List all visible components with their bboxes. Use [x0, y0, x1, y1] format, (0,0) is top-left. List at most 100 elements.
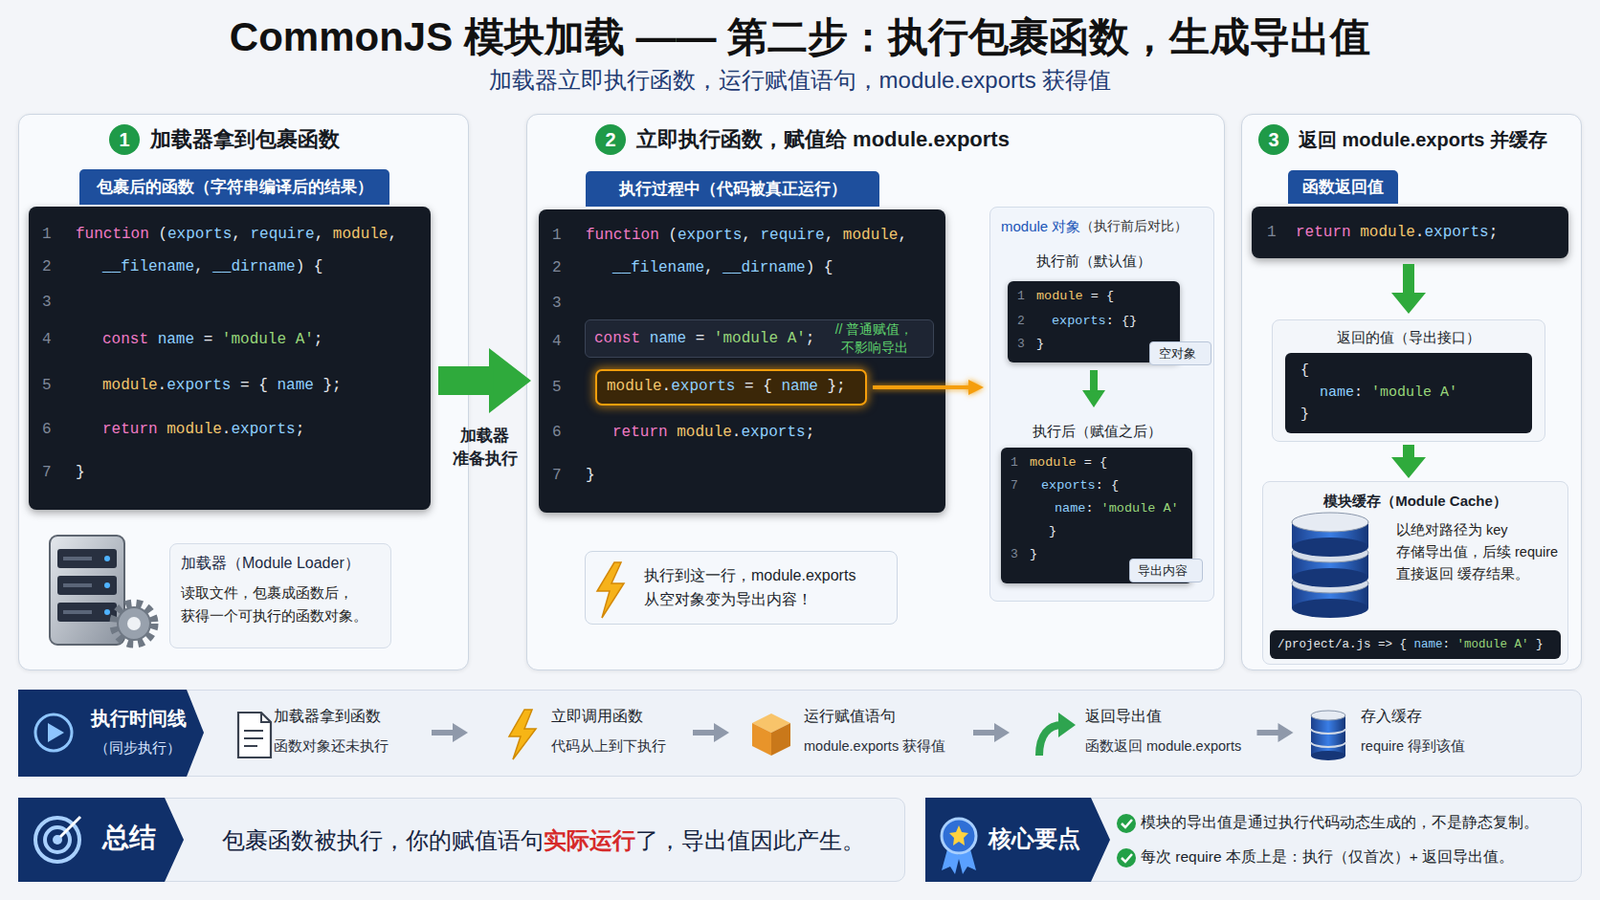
line-number: 2 [1017, 311, 1025, 332]
line-number: 2 [552, 257, 562, 279]
code-token: module [676, 423, 733, 442]
code-token: module [1036, 288, 1084, 304]
code-line: return module.exports; [612, 422, 815, 444]
code-token: function [585, 226, 660, 245]
code-token: name [1319, 384, 1355, 401]
code-token: return [1295, 223, 1352, 242]
timeline-step: 运行赋值语句 module.exports 获得值 [748, 699, 954, 767]
step-title: 运行赋值语句 [803, 705, 896, 729]
edge-label: 加载器 准备执行 [442, 424, 529, 471]
box-fill [28, 206, 431, 511]
line-number: 1 [1266, 222, 1277, 244]
line-number: 3 [1010, 545, 1019, 565]
box-fill [538, 209, 946, 513]
band-heading: 总结 [102, 819, 156, 858]
code-token: const [102, 331, 149, 349]
code-token: name [276, 377, 313, 395]
code-line: module.exports = { name }; [102, 375, 342, 397]
timeline-arrow [1257, 723, 1294, 743]
line-number: 4 [552, 331, 562, 353]
code-box: 包裹后的函数（字符串编译后的结果）1function (exports, req… [28, 206, 431, 511]
line-number: 7 [1010, 476, 1019, 496]
state-box: 执行后（赋值之后）1module = {7exports: {name: 'mo… [1000, 415, 1193, 584]
check-icons [1116, 814, 1136, 868]
timeline-step: 立即调用函数代码从上到下执行 [503, 699, 674, 767]
step-desc: 代码从上到下执行 [551, 735, 667, 757]
arrow-head [713, 723, 730, 743]
arrow-head [1082, 390, 1106, 408]
summary-band: 总结包裹函数被执行，你的赋值语句实际运行了，导出值因此产生。 [18, 798, 906, 883]
arrow-head [968, 379, 984, 396]
timeline-tab [18, 689, 204, 778]
step-desc: 函数对象还未执行 [273, 735, 389, 757]
line-number: 3 [1017, 334, 1025, 355]
code-line: __filename, __dirname) { [612, 257, 833, 279]
panel: 1 加载器拿到包裹函数包裹后的函数（字符串编译后的结果）1function (ex… [18, 113, 469, 671]
arrow-shaft [1402, 264, 1415, 295]
line-number: 4 [42, 329, 52, 351]
code-token: 'module A' [1371, 384, 1458, 401]
code-token: __dirname [722, 259, 805, 277]
note-box: 执行到这一行，module.exports 从空对象变为导出内容！ [584, 551, 898, 625]
line-number: 6 [552, 422, 562, 444]
panel-heading: 加载器拿到包裹函数 [150, 124, 340, 156]
timeline-step: 加载器拿到函数函数对象还未执行 [225, 699, 397, 767]
code-line: } [75, 462, 86, 484]
title: CommonJS 模块加载 —— 第二步：执行包裹函数，生成导出值 [0, 11, 1600, 64]
database-icon [1291, 512, 1369, 619]
tab-label: 执行过程中（代码被真正运行） [585, 171, 880, 207]
step-desc: module.exports 获得值 [803, 735, 946, 757]
code-line: __filename, __dirname) { [102, 256, 323, 278]
step-title: 返回导出值 [1085, 705, 1162, 729]
code-line: function (exports, require, module, [75, 223, 398, 245]
step-title: 立即调用函数 [551, 705, 644, 729]
code-line: const name = 'module A'; [102, 329, 323, 351]
arrow-shaft [872, 385, 971, 390]
code-token: return [102, 421, 158, 439]
summary-text: 包裹函数被执行，你的赋值语句 [222, 824, 544, 858]
code-line-box: const name = 'module A';// 普通赋值， 不影响导出 [584, 319, 934, 358]
code-box: 函数返回值1return module.exports; [1251, 206, 1569, 259]
line-number: 1 [1017, 287, 1025, 307]
key-point: 每次 require 本质上是：执行（仅首次）+ 返回导出值。 [1140, 846, 1514, 868]
box-body: 以绝对路径为 key 存储导出值，后续 require 直接返回 缓存结果。 [1396, 519, 1559, 586]
cache-box: 模块缓存（Module Cache）以绝对路径为 key 存储导出值，后续 re… [1262, 481, 1569, 666]
box-heading: 执行前（默认值） [1009, 250, 1178, 272]
code-line: { [1300, 360, 1310, 382]
code-box: 执行过程中（代码被真正运行）1function (exports, requir… [538, 209, 946, 513]
code-line: module = { [1036, 287, 1114, 307]
code-box: {name: 'module A'} [1285, 353, 1533, 434]
box-heading: module 对象 [1000, 216, 1081, 238]
line-number: 1 [42, 223, 52, 245]
code-token: module [843, 226, 899, 245]
tab-label: 包裹后的函数（字符串编译后的结果） [79, 169, 390, 205]
box-heading: 返回的值（导出接口） [1273, 327, 1544, 349]
arrow-head [1391, 292, 1426, 314]
arrow-shaft [1089, 370, 1098, 393]
line-number: 1 [552, 224, 562, 246]
code-token: exports [1051, 313, 1107, 329]
summary-tab [18, 798, 184, 883]
line-number: 3 [552, 292, 562, 314]
result-box: 返回的值（导出接口）{name: 'module A'} [1271, 319, 1546, 443]
state-box: 执行前（默认值）1module = {2exports: {}3}空对象 [1007, 244, 1180, 363]
code-token: module [333, 225, 389, 244]
flow-arrow [1391, 264, 1426, 314]
code-line: const name = 'module A'; [594, 328, 815, 350]
box-body: 读取文件，包裹成函数后， 获得一个可执行的函数对象。 [180, 581, 382, 628]
code-token: name [157, 331, 195, 349]
flow-arrow [438, 348, 532, 414]
cache-entry: /project/a.js => { name: 'module A' } [1269, 630, 1561, 660]
code-token: exports [230, 421, 295, 439]
arrow-shaft [973, 730, 997, 736]
panel-heading: 立即执行函数，赋值给 module.exports [636, 124, 1010, 156]
line-number: 7 [42, 462, 52, 484]
arrow-head [994, 723, 1010, 743]
code-token: module [166, 421, 223, 439]
code-token: __dirname [212, 258, 295, 276]
code-token: exports [670, 377, 735, 396]
code-line: } [585, 465, 596, 487]
code-token: return [612, 423, 668, 442]
code-line: } [1300, 404, 1310, 426]
code-token: name [649, 330, 687, 348]
